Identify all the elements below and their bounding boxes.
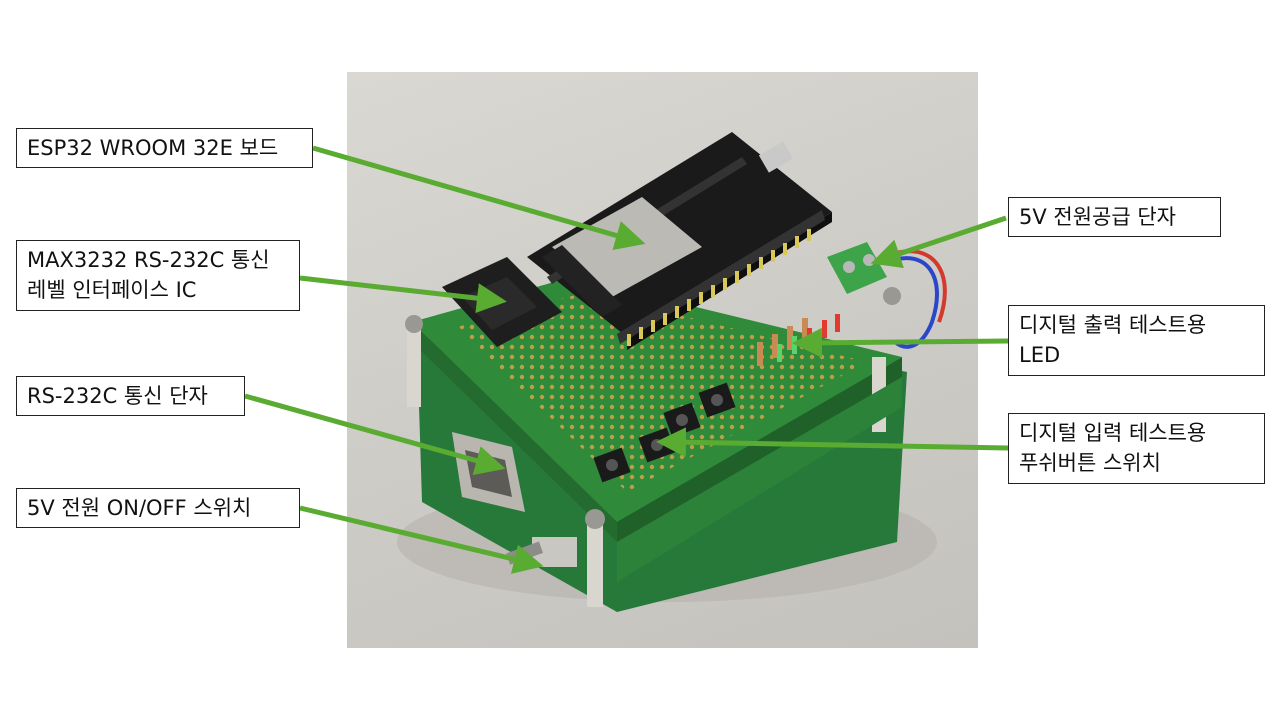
- callout-max3232: MAX3232 RS-232C 통신 레벨 인터페이스 IC: [16, 240, 300, 311]
- callout-rs232: RS-232C 통신 단자: [16, 376, 245, 416]
- callout-power-terminal: 5V 전원공급 단자: [1008, 197, 1221, 237]
- callout-esp32: ESP32 WROOM 32E 보드: [16, 128, 313, 168]
- terminal-block: [827, 242, 887, 294]
- board-photo: [347, 72, 978, 648]
- board-illustration: [397, 132, 947, 612]
- callout-power-switch: 5V 전원 ON/OFF 스위치: [16, 488, 300, 528]
- callout-button-test: 디지털 입력 테스트용 푸쉬버튼 스위치: [1008, 413, 1265, 484]
- callout-led-test: 디지털 출력 테스트용 LED: [1008, 305, 1265, 376]
